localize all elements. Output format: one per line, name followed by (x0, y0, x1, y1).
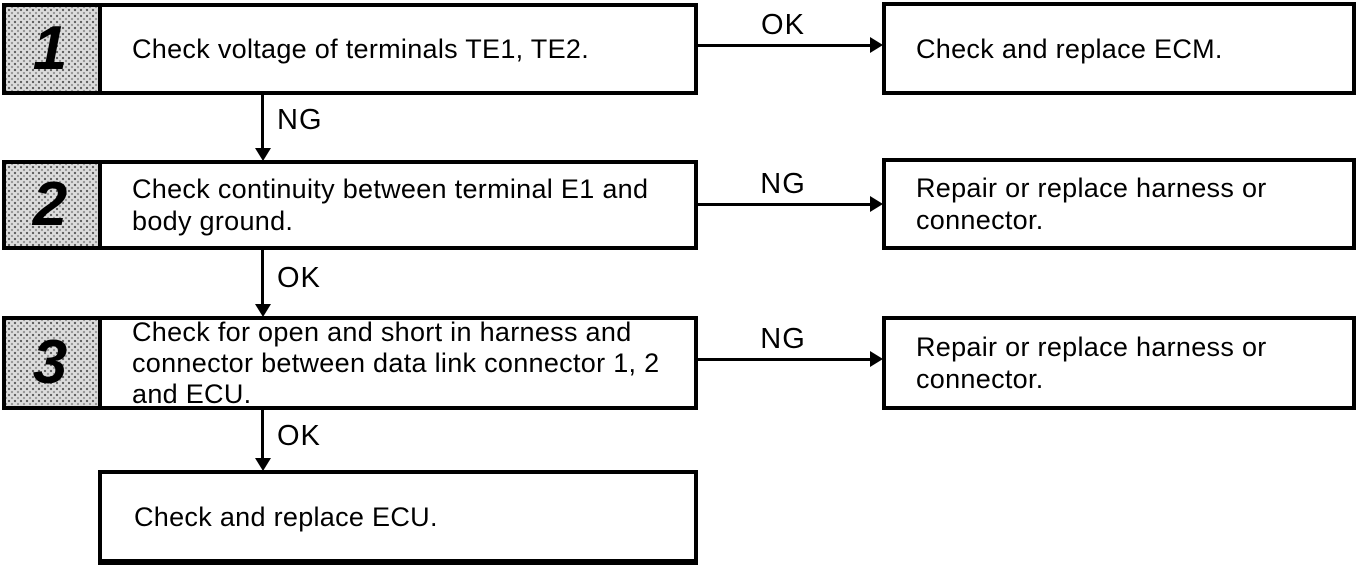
step-1-down-connector (261, 95, 264, 148)
step-2-branch-connector (698, 203, 870, 206)
step-3-branch-connector (698, 358, 870, 361)
step-3-result-text: Repair or replace harness or connector. (916, 332, 1267, 394)
step-1-result-box: Check and replace ECM. (882, 2, 1356, 95)
step-1-down-label: NG (277, 104, 323, 136)
step-1-number: 1 (32, 14, 68, 83)
step-1-branch-connector (698, 44, 870, 47)
step-3-branch-label: NG (760, 323, 806, 355)
step-2-box: 2 Check continuity between terminal E1 a… (2, 160, 698, 250)
step-2-number-badge: 2 (6, 164, 102, 246)
step-2-text: Check continuity between terminal E1 and… (132, 174, 649, 236)
step-3-number: 3 (32, 328, 68, 397)
step-3-text: Check for open and short in harness and … (132, 316, 660, 409)
step-3-down-label: OK (277, 420, 321, 452)
step-2-result-box: Repair or replace harness or connector. (882, 158, 1356, 250)
step-2-down-connector (261, 250, 264, 304)
step-3-result-box: Repair or replace harness or connector. (882, 316, 1356, 410)
step-3-box: 3 Check for open and short in harness an… (2, 316, 698, 410)
step-1-result-text: Check and replace ECM. (916, 33, 1223, 64)
step-1-text: Check voltage of terminals TE1, TE2. (132, 34, 590, 64)
step-3-down-arrowhead (255, 458, 271, 471)
step-2-branch-label: NG (760, 168, 806, 200)
step-2-number: 2 (32, 170, 68, 239)
step-1-down-arrowhead (255, 148, 271, 161)
step-3-down-connector (261, 410, 264, 458)
step-3-number-badge: 3 (6, 320, 102, 406)
step-2-branch-arrowhead (870, 196, 883, 212)
step-1-number-badge: 1 (6, 7, 102, 91)
step-1-box: 1 Check voltage of terminals TE1, TE2. (2, 3, 698, 95)
step-2-down-arrowhead (255, 304, 271, 317)
final-text: Check and replace ECU. (134, 501, 438, 532)
step-2-result-text: Repair or replace harness or connector. (916, 173, 1267, 235)
step-2-down-label: OK (277, 262, 321, 294)
step-1-branch-arrowhead (870, 37, 883, 53)
step-1-branch-label: OK (761, 9, 805, 41)
final-box: Check and replace ECU. (98, 470, 698, 565)
step-3-branch-arrowhead (870, 351, 883, 367)
